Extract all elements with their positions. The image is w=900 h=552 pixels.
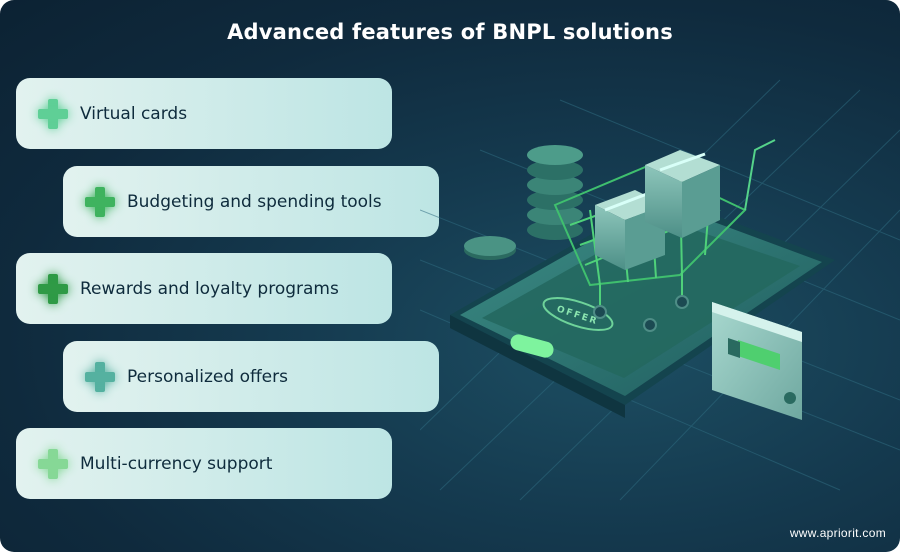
feature-label: Budgeting and spending tools (127, 191, 382, 212)
plus-icon (85, 361, 115, 392)
feature-label: Personalized offers (127, 366, 288, 387)
coin-stack (464, 145, 583, 260)
credit-card-icon (712, 302, 802, 420)
plus-icon (38, 98, 68, 129)
page-title: Advanced features of BNPL solutions (227, 20, 673, 44)
feature-card-multi-currency: Multi-currency support (16, 428, 392, 499)
plus-icon (85, 186, 115, 217)
package-boxes (595, 150, 720, 270)
plus-icon (38, 448, 68, 479)
shopping-illustration: OFFER (420, 79, 900, 501)
feature-card-budgeting-tools: Budgeting and spending tools (63, 166, 439, 237)
feature-card-virtual-cards: Virtual cards (16, 78, 392, 149)
feature-card-rewards-loyalty: Rewards and loyalty programs (16, 253, 392, 324)
footer-website: www.apriorit.com (789, 526, 886, 540)
phone: OFFER (450, 195, 835, 418)
feature-label: Rewards and loyalty programs (80, 278, 339, 299)
feature-label: Multi-currency support (80, 453, 273, 474)
feature-label: Virtual cards (80, 103, 188, 124)
plus-icon (38, 273, 68, 304)
feature-card-personalized-offers: Personalized offers (63, 341, 439, 412)
